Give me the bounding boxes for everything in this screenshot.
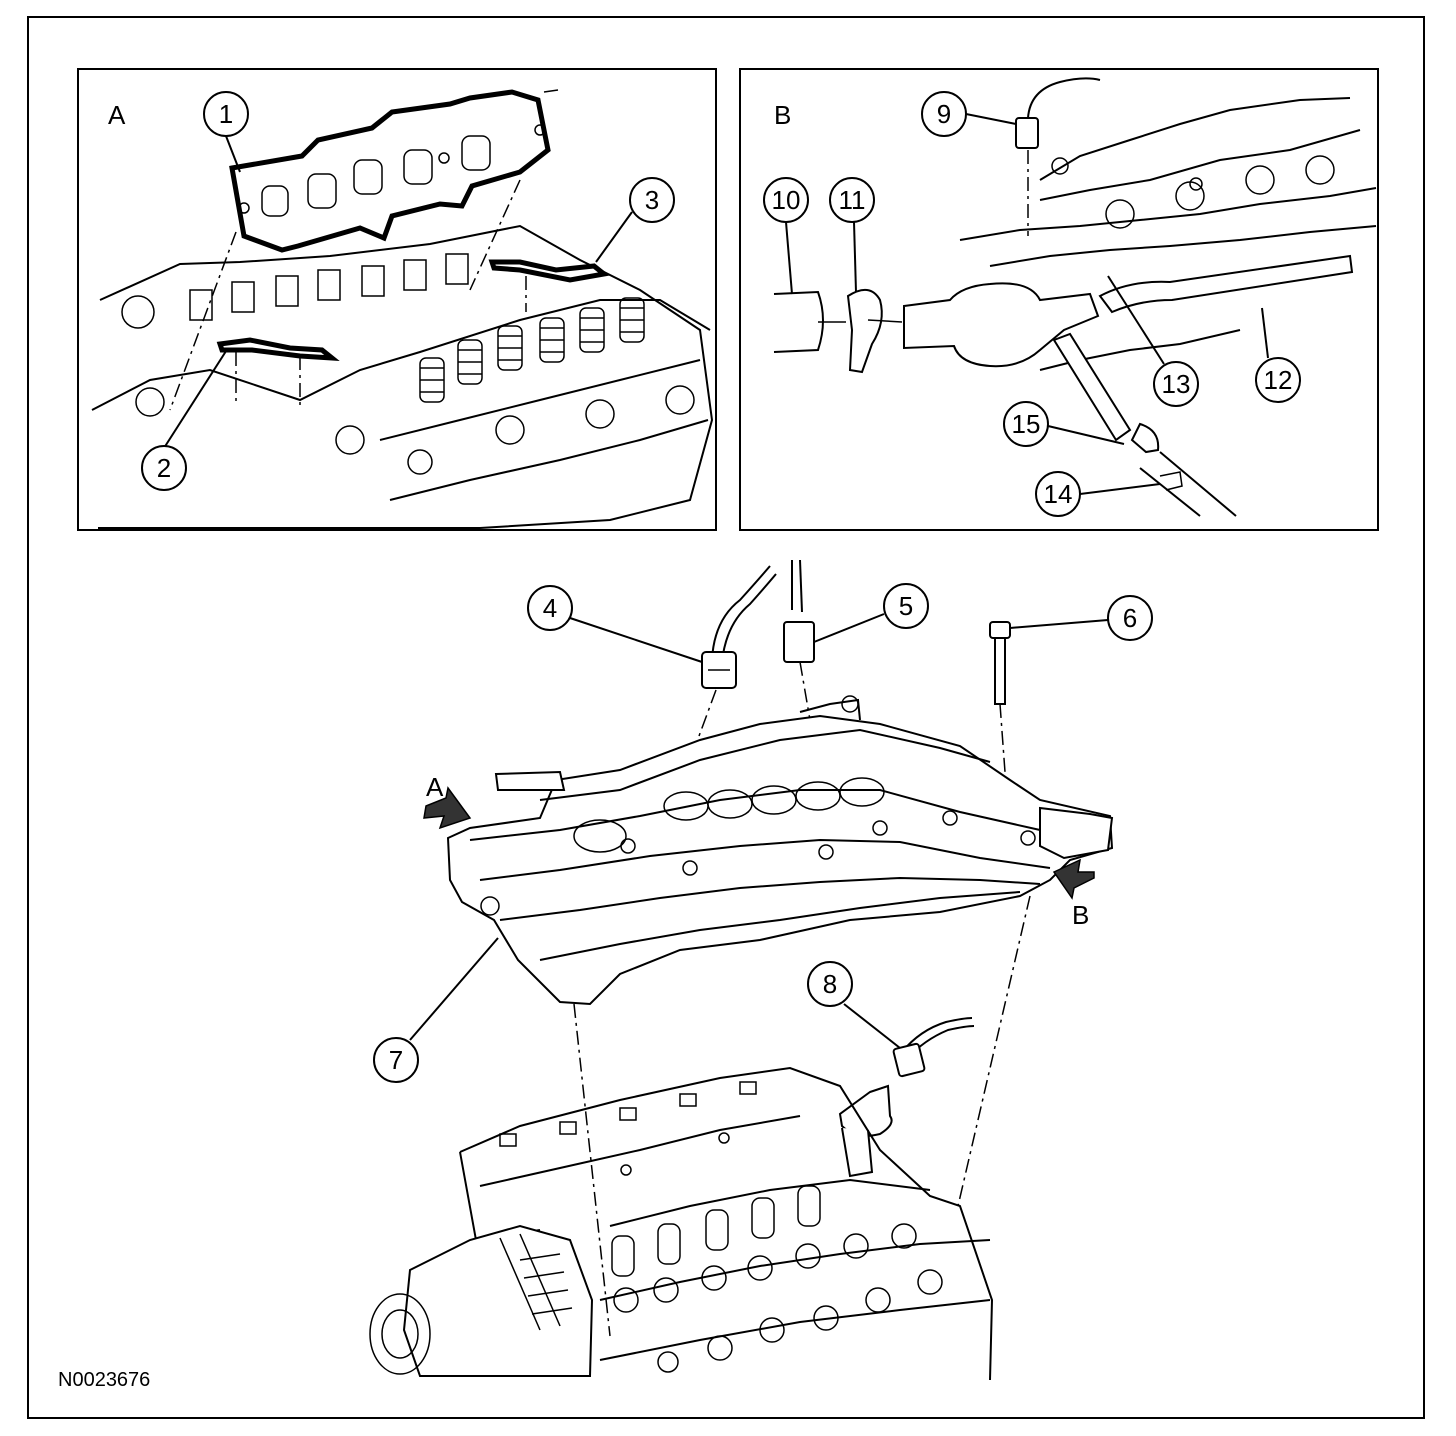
- cylinder-head-sketch: [91, 224, 714, 529]
- callout-9-label: 9: [937, 99, 951, 129]
- sensor-connector-8: [892, 1042, 926, 1078]
- callout-6-label: 6: [1123, 603, 1137, 633]
- callout-3-label: 3: [645, 185, 659, 215]
- callout-1-label: 1: [219, 99, 233, 129]
- callout-13-circle: [1153, 361, 1199, 407]
- view-arrow-a: A: [423, 772, 472, 830]
- callout-3-circle: [629, 177, 675, 223]
- view-arrow-a-label: A: [426, 772, 444, 802]
- sensor-connector-9: [1015, 117, 1039, 149]
- callout-4-circle: [527, 585, 573, 631]
- callout-4-label: 4: [543, 593, 557, 623]
- engine-block-sketch: [369, 1066, 994, 1381]
- panel-a-letter: A: [108, 100, 126, 130]
- callout-7-label: 7: [389, 1045, 403, 1075]
- panel-b-letter: B: [774, 100, 791, 130]
- panel-a: A: [77, 68, 717, 531]
- bolt-6: [989, 621, 1011, 639]
- callout-1-circle: [203, 91, 249, 137]
- callout-2-label: 2: [157, 453, 171, 483]
- callout-12-label: 12: [1264, 365, 1293, 395]
- outer-frame: [27, 16, 1425, 1419]
- thermostat-housing: [903, 282, 1100, 368]
- hose-10: [773, 290, 824, 353]
- view-arrow-b: B: [1052, 858, 1095, 930]
- callout-15-label: 15: [1012, 409, 1041, 439]
- callout-11-label: 11: [839, 185, 866, 215]
- callout-5-circle: [883, 583, 929, 629]
- view-arrow-b-label: B: [1072, 900, 1089, 930]
- callout-2-circle: [141, 445, 187, 491]
- main-view: A B: [369, 559, 1153, 1381]
- upper-intake-gasket: [229, 89, 559, 253]
- callout-12-circle: [1255, 357, 1301, 403]
- callout-11-circle: [829, 177, 875, 223]
- figure-id: N0023676: [58, 1369, 150, 1391]
- lower-gasket-left: [216, 337, 340, 361]
- connector-5: [783, 621, 815, 663]
- callout-9-circle: [921, 91, 967, 137]
- panel-b: B: [739, 68, 1379, 531]
- callout-7-circle: [373, 1037, 419, 1083]
- callout-14-circle: [1035, 471, 1081, 517]
- hose-clamp-11: [846, 289, 883, 374]
- manifold-sketch-b: [959, 97, 1377, 371]
- callout-15-circle: [1003, 401, 1049, 447]
- callout-10-circle: [763, 177, 809, 223]
- intake-manifold-7: [446, 695, 1114, 1006]
- callout-5-label: 5: [899, 591, 913, 621]
- callout-8-label: 8: [823, 969, 837, 999]
- callout-14-label: 14: [1044, 479, 1073, 509]
- callout-6-circle: [1107, 595, 1153, 641]
- hose-14: [1052, 332, 1132, 442]
- callout-13-label: 13: [1162, 369, 1191, 399]
- callout-10-label: 10: [772, 185, 801, 215]
- lower-gasket-right: [488, 259, 610, 283]
- callout-8-circle: [807, 961, 853, 1007]
